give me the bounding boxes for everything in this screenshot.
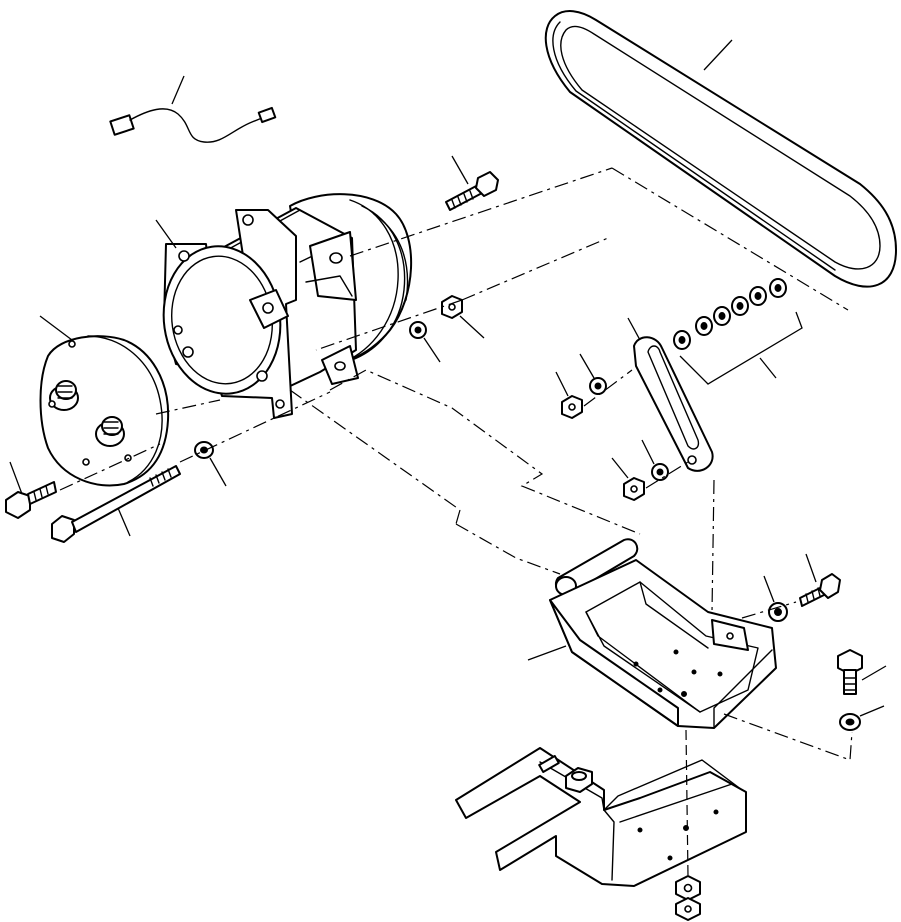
drive-belt-leader (703, 39, 733, 71)
drive-belt (544, 10, 897, 288)
clutch-pulley (39, 315, 170, 487)
bracket-bolt (799, 553, 841, 607)
bottom-nut (675, 875, 701, 921)
nut-lower-left (611, 457, 645, 501)
bracket-washer (763, 575, 788, 622)
nut-mid-left (555, 371, 583, 419)
compressor (155, 193, 412, 419)
washer-lower-left-leader (641, 439, 655, 465)
mounting-bracket-leader (527, 645, 567, 661)
nut-mid-left-leader (555, 371, 569, 397)
washer-front-leader (209, 457, 227, 487)
top-bolt (445, 155, 499, 211)
washer-lower-left (641, 439, 669, 481)
assembly-lines (59, 167, 853, 877)
washer-mid-left (579, 353, 607, 395)
compressor-leader (155, 219, 177, 249)
nut-upper-leader (459, 315, 485, 339)
wire-harness (109, 75, 277, 143)
spacer-washers-bracket (679, 311, 803, 385)
washer-upper (409, 321, 441, 363)
adjusting-bar-leader (627, 317, 641, 341)
nut-upper (441, 295, 485, 339)
long-bolt (51, 465, 181, 543)
bracket-washer-leader (763, 575, 775, 603)
mounting-bracket (527, 538, 777, 729)
nut-lower-left-leader (611, 457, 629, 479)
top-bolt-leader (451, 155, 469, 185)
washer-upper-leader (423, 337, 441, 363)
clutch-pulley-leader (39, 315, 73, 341)
wire-harness-leader (171, 75, 185, 105)
right-washer (839, 705, 885, 731)
right-washer-leader (859, 705, 885, 717)
washer-mid-left-leader (579, 353, 595, 379)
right-bolt (837, 649, 887, 695)
adjusting-bar (627, 317, 714, 472)
spacer-washers (673, 278, 803, 385)
short-bolt-left-leader (9, 461, 23, 495)
bracket-bolt-leader (805, 553, 817, 583)
long-bolt-leader (117, 507, 131, 537)
spacer-washers-leader (759, 357, 777, 379)
short-bolt-left (5, 461, 57, 519)
frame-support (455, 747, 747, 887)
right-bolt-leader (861, 665, 887, 681)
washer-front (194, 441, 227, 487)
